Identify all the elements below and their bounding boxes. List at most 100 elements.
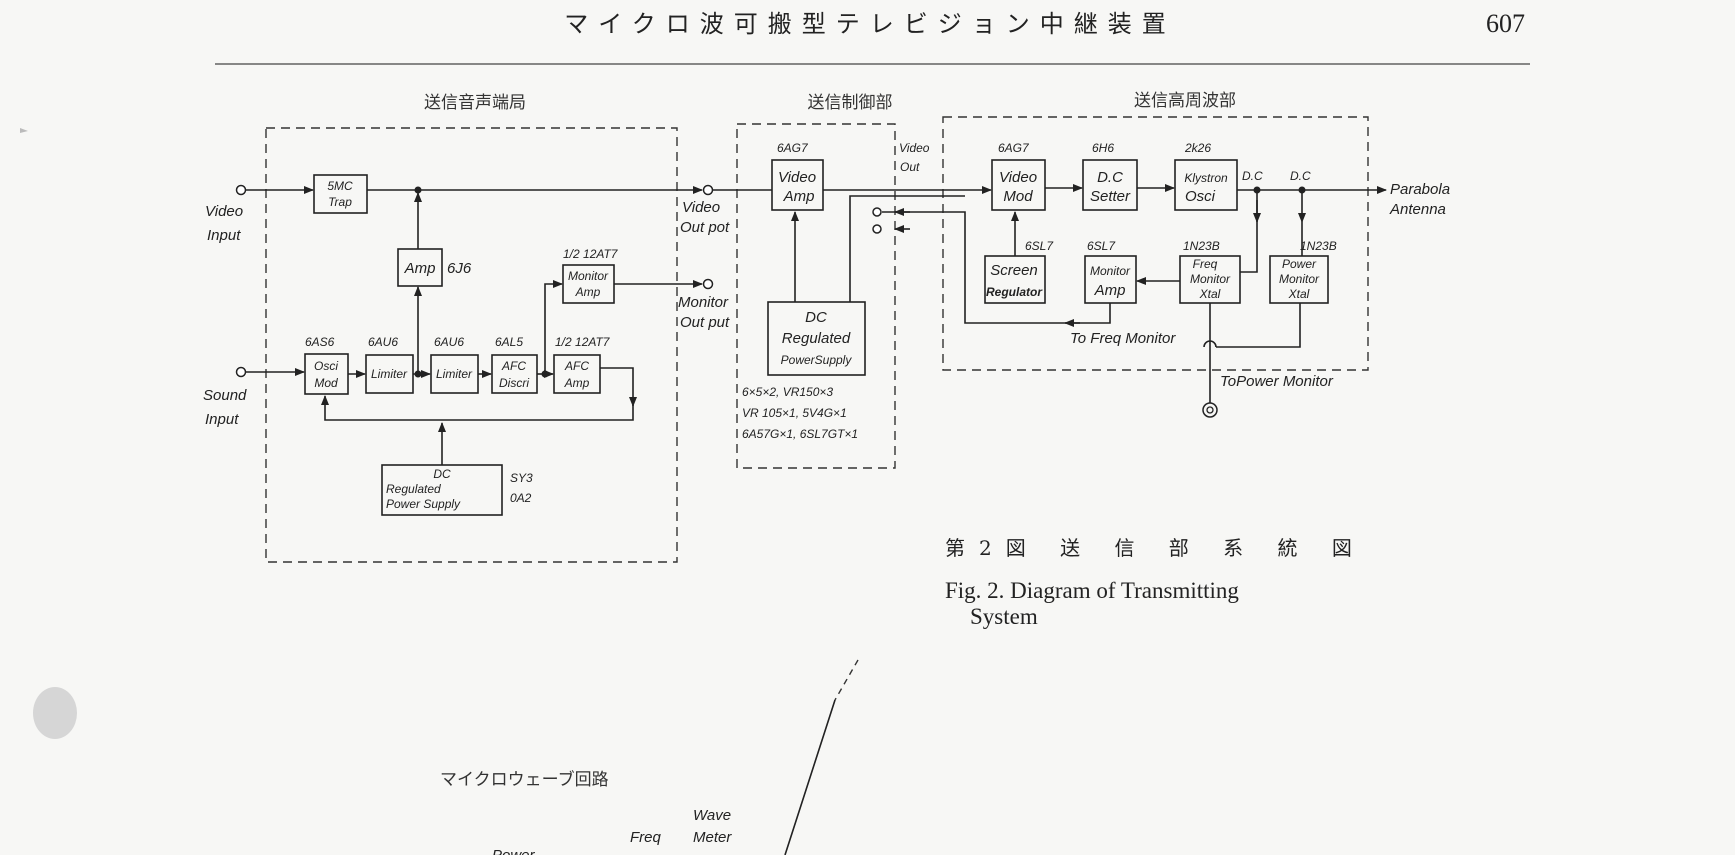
monitor-amp-tube: 1/2 12AT7 <box>563 247 619 261</box>
screen-reg-tube: 6SL7 <box>1025 239 1054 253</box>
next-figure-title: マイクロウェーブ回路 <box>440 769 609 790</box>
sound-input-terminal <box>235 366 247 378</box>
video-mod-box <box>991 159 1046 211</box>
next-figure-label-power: Power <box>492 847 536 855</box>
next-figure-waveguide <box>784 699 836 855</box>
klystron-label-2: Osci <box>1185 188 1216 205</box>
freq-monitor-terminal <box>872 207 882 217</box>
limiter2-label: Limiter <box>436 367 473 381</box>
video-output-terminal <box>702 184 714 196</box>
monitor-amp-label-2: Amp <box>575 285 601 299</box>
rf-monitor-amp-tube: 6SL7 <box>1087 239 1116 253</box>
page-header-title: マイクロ波可搬型テレビジョン中継装置 <box>564 10 1176 38</box>
video-input-terminal <box>235 184 247 196</box>
power-monitor-connector <box>1202 402 1218 418</box>
monitor-output-terminal <box>702 278 714 290</box>
rf-section-boundary <box>942 116 1369 371</box>
freq-monitor-label-3: Xtal <box>1199 287 1221 301</box>
freq-monitor-label: Freq <box>1193 257 1218 271</box>
osci-tube: 6AS6 <box>305 335 335 349</box>
video-input-label-2: Input <box>207 227 241 244</box>
control-ps-label: DC <box>805 309 827 326</box>
audio-ps-label-2: Regulated <box>386 482 441 496</box>
amp-tube: 6J6 <box>447 260 472 277</box>
freq-monitor-tube: 1N23B <box>1183 239 1220 253</box>
amp-label: Amp <box>404 260 436 277</box>
video-mod-label: Video <box>999 169 1037 186</box>
screen-reg-label-2: Regulator <box>986 285 1043 299</box>
screen-reg-label: Screen <box>990 262 1038 279</box>
video-output-label-2: Out pot <box>680 219 730 236</box>
video-amp-label-2: Amp <box>783 188 815 205</box>
afc-amp-tube: 1/2 12AT7 <box>555 335 611 349</box>
dc-setter-box <box>1082 159 1138 211</box>
next-figure-label-wave: Wave <box>693 807 731 824</box>
monitor-amp-label: Monitor <box>568 269 609 283</box>
limiter2-tube: 6AU6 <box>434 335 464 349</box>
figure-caption-en-2: System <box>970 604 1038 629</box>
afc-discri-tube: 6AL5 <box>495 335 523 349</box>
audio-section-boundary <box>265 127 678 563</box>
afc-amp-label: AFC <box>564 359 589 373</box>
video-amp-label: Video <box>778 169 816 186</box>
audio-ps-tube-2: 0A2 <box>510 491 532 505</box>
control-section-boundary <box>736 123 896 469</box>
afc-amp-label-2: Amp <box>564 376 590 390</box>
dc-label-2: D.C <box>1290 169 1311 183</box>
video-mod-label-2: Mod <box>1003 188 1033 205</box>
power-monitor-tube: 1N23B <box>1300 239 1337 253</box>
trap-box <box>313 174 368 214</box>
power-monitor-label: Power <box>1282 257 1317 271</box>
video-mod-tube: 6AG7 <box>998 141 1030 155</box>
scan-hole <box>33 687 77 739</box>
page-number: 607 <box>1486 9 1525 38</box>
freq-monitor-label-2: Monitor <box>1190 272 1231 286</box>
video-out-label: Video <box>899 141 930 155</box>
section-title-control: 送信制御部 <box>808 93 893 113</box>
afc-discri-label-2: Discri <box>499 376 529 390</box>
afc-amp-box <box>553 354 601 394</box>
rf-monitor-amp-label-2: Amp <box>1094 282 1126 299</box>
next-figure-label-meter: Meter <box>693 829 732 846</box>
control-power-supply-box <box>767 301 866 376</box>
figure-caption-jp: 第2図 送 信 部 系 統 図 <box>945 536 1366 560</box>
power-monitor-label-2: Monitor <box>1279 272 1320 286</box>
control-ps-label-3: PowerSupply <box>781 353 853 367</box>
power-monitor-box <box>1269 255 1329 304</box>
sound-input-label: Sound <box>203 387 247 404</box>
to-freq-monitor-label: To Freq Monitor <box>1070 330 1176 347</box>
video-amp-box <box>771 159 824 211</box>
next-figure-label-freq: Freq <box>630 829 662 846</box>
video-input-label: Video <box>205 203 243 220</box>
section-title-rf: 送信高周波部 <box>1134 91 1236 111</box>
audio-ps-label-3: Power Supply <box>386 497 461 511</box>
limiter1-tube: 6AU6 <box>368 335 398 349</box>
osci-mod-label: Osci <box>314 359 338 373</box>
klystron-box <box>1174 159 1238 211</box>
dc-setter-label: D.C <box>1097 169 1123 186</box>
trap-label-2: Trap <box>328 195 352 209</box>
control-tubes-line-1: 6×5×2, VR150×3 <box>742 385 833 399</box>
control-tubes-line-2: VR 105×1, 5V4G×1 <box>742 406 847 420</box>
klystron-tube: 2k26 <box>1184 141 1211 155</box>
to-power-monitor-label: ToPower Monitor <box>1220 373 1334 390</box>
control-ps-label-2: Regulated <box>782 330 851 347</box>
video-amp-tube: 6AG7 <box>777 141 809 155</box>
video-output-label: Video <box>682 199 720 216</box>
monitor-output-label-2: Out put <box>680 314 730 331</box>
trap-label: 5MC <box>327 179 353 193</box>
antenna-label-2: Antenna <box>1389 201 1446 218</box>
power-monitor-label-3: Xtal <box>1288 287 1310 301</box>
dc-label-1: D.C <box>1242 169 1263 183</box>
antenna-label: Parabola <box>1390 181 1450 198</box>
klystron-label: Klystron <box>1184 171 1228 185</box>
rf-monitor-amp-label: Monitor <box>1090 264 1131 278</box>
dc-setter-tube: 6H6 <box>1092 141 1114 155</box>
limiter1-label: Limiter <box>371 367 408 381</box>
video-out-label-2: Out <box>900 160 920 174</box>
figure-caption-en: Fig. 2. Diagram of Transmitting <box>945 578 1239 603</box>
audio-ps-label: DC <box>433 467 451 481</box>
audio-ps-tube: SY3 <box>510 471 533 485</box>
afc-discri-label: AFC <box>501 359 526 373</box>
